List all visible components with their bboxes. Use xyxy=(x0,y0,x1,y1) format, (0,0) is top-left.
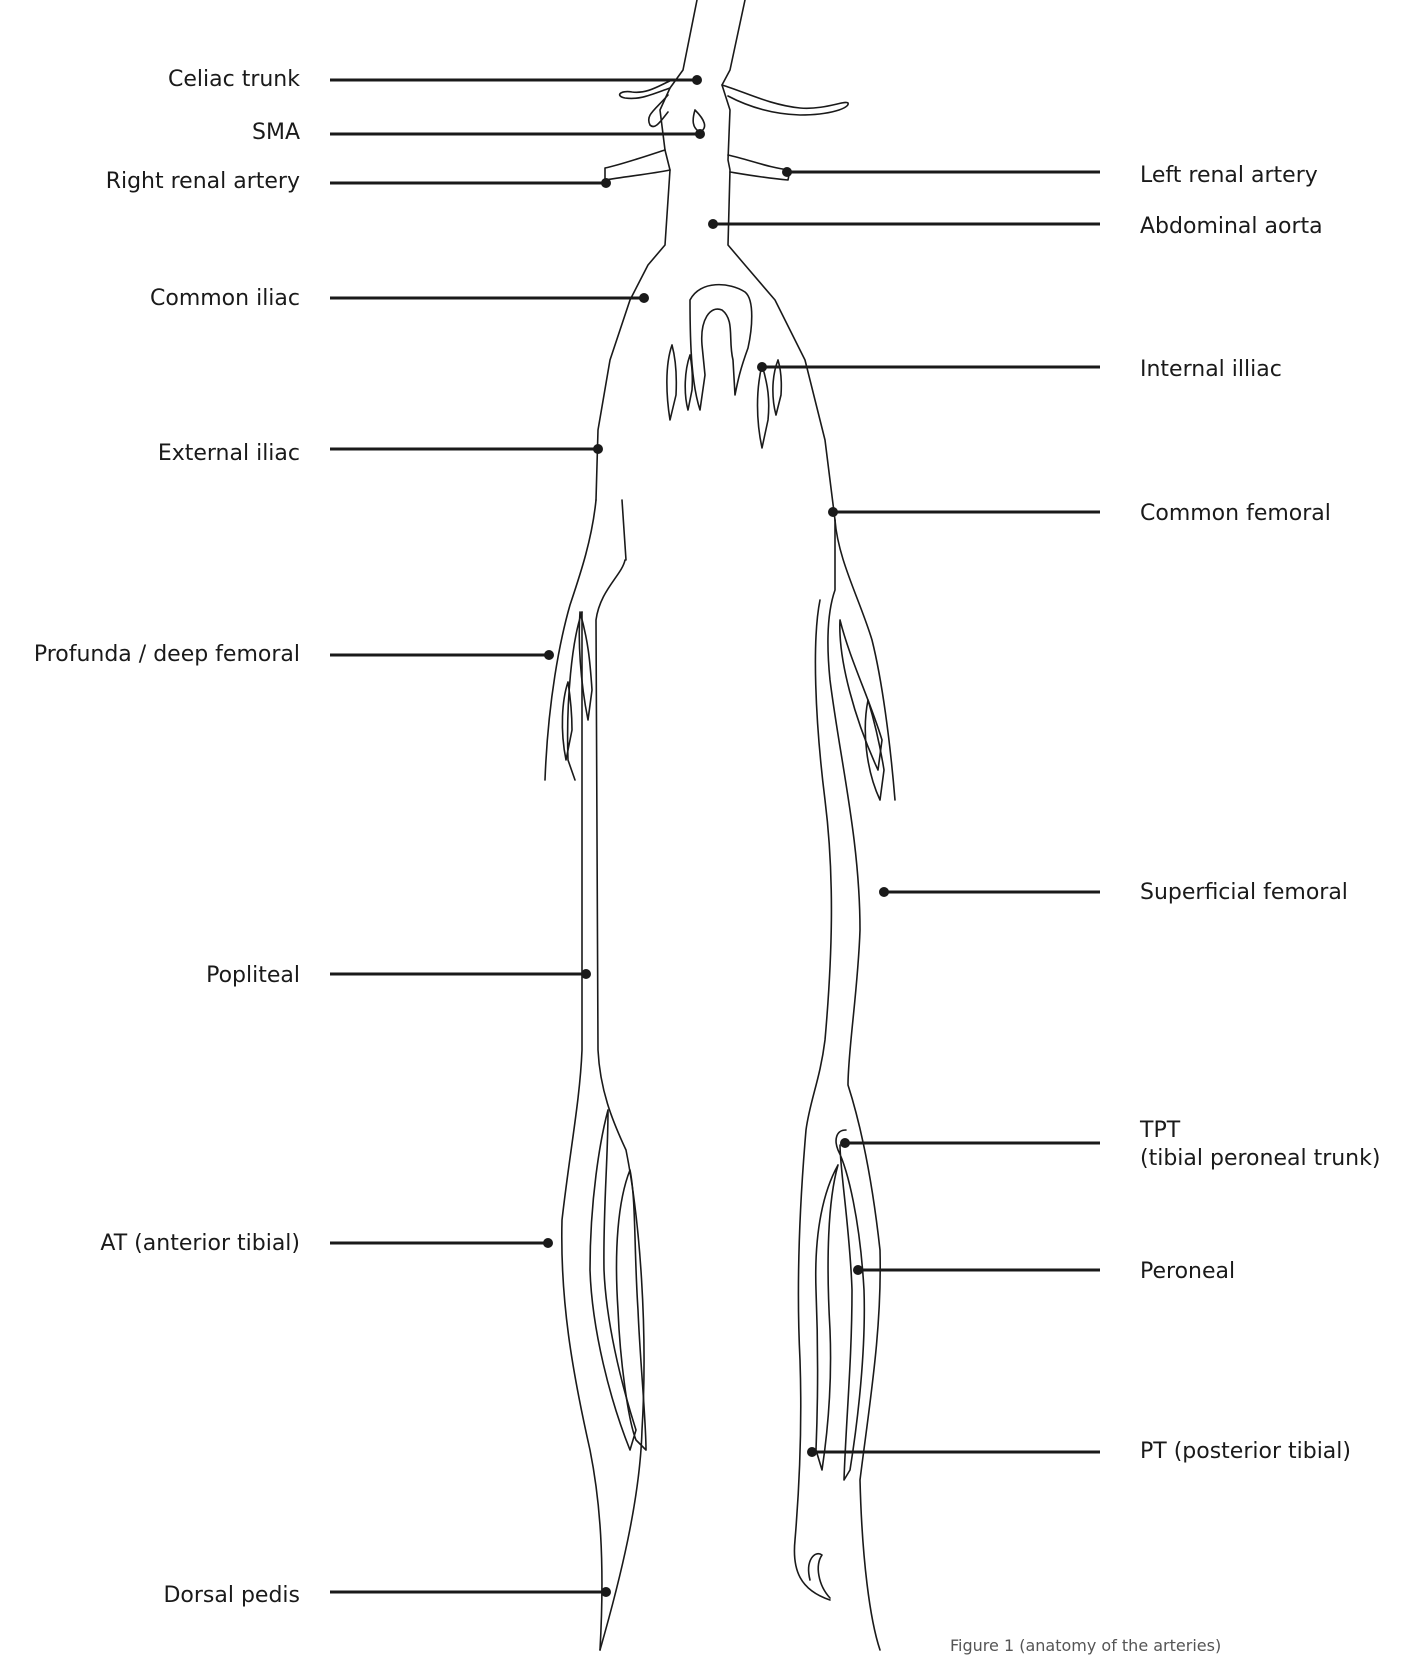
internal-iliac-leader xyxy=(757,362,1100,372)
peroneal-leader xyxy=(853,1265,1100,1275)
external-iliac-leader xyxy=(330,444,603,454)
label-right-renal-artery: Right renal artery xyxy=(0,168,300,196)
label-sma: SMA xyxy=(0,119,300,147)
label-left-renal-artery: Left renal artery xyxy=(1140,162,1318,190)
label-dorsal-pedis: Dorsal pedis xyxy=(0,1582,300,1610)
label-abdominal-aorta: Abdominal aorta xyxy=(1140,213,1323,241)
celiac-trunk-leader xyxy=(330,75,702,85)
superficial-femoral-leader xyxy=(879,887,1100,897)
right-leg-vessels xyxy=(545,500,646,1650)
sma-vessel xyxy=(693,110,704,132)
tpt-leader xyxy=(840,1138,1100,1148)
figure-caption: Figure 1 (anatomy of the arteries) xyxy=(950,1636,1221,1655)
iliac-bifurcation-vessel xyxy=(690,285,752,410)
label-tpt: TPT xyxy=(1140,1117,1180,1145)
popliteal-leader xyxy=(330,969,591,979)
label-peroneal: Peroneal xyxy=(1140,1258,1235,1286)
sma-leader xyxy=(330,129,705,139)
label-anterior-tibial: AT (anterior tibial) xyxy=(0,1230,300,1258)
common-iliac-leader xyxy=(330,293,649,303)
label-external-iliac: External iliac xyxy=(0,440,300,468)
label-popliteal: Popliteal xyxy=(0,962,300,990)
label-common-iliac: Common iliac xyxy=(0,285,300,313)
abdominal-aorta-leader xyxy=(708,219,1100,229)
label-posterior-tibial: PT (posterior tibial) xyxy=(1140,1438,1351,1466)
label-internal-iliac: Internal illiac xyxy=(1140,356,1282,384)
label-tpt-expanded: (tibial peroneal trunk) xyxy=(1140,1145,1380,1173)
posterior-tibial-leader xyxy=(807,1447,1100,1457)
dorsal-pedis-leader xyxy=(330,1587,611,1597)
label-celiac-trunk: Celiac trunk xyxy=(0,66,300,94)
left-renal-leader xyxy=(782,167,1100,177)
label-profunda: Profunda / deep femoral xyxy=(0,641,300,669)
renal-arteries-vessel xyxy=(605,150,790,180)
anterior-tibial-leader xyxy=(330,1238,553,1248)
celiac-trunk-vessel xyxy=(620,80,848,127)
profunda-leader xyxy=(330,650,554,660)
internal-iliac-vessel xyxy=(667,345,782,448)
common-femoral-leader xyxy=(828,507,1100,517)
left-leg-vessels xyxy=(794,520,895,1650)
label-common-femoral: Common femoral xyxy=(1140,500,1331,528)
aorta-vessel xyxy=(596,0,835,520)
right-renal-leader xyxy=(330,178,611,188)
label-superficial-femoral: Superficial femoral xyxy=(1140,879,1348,907)
